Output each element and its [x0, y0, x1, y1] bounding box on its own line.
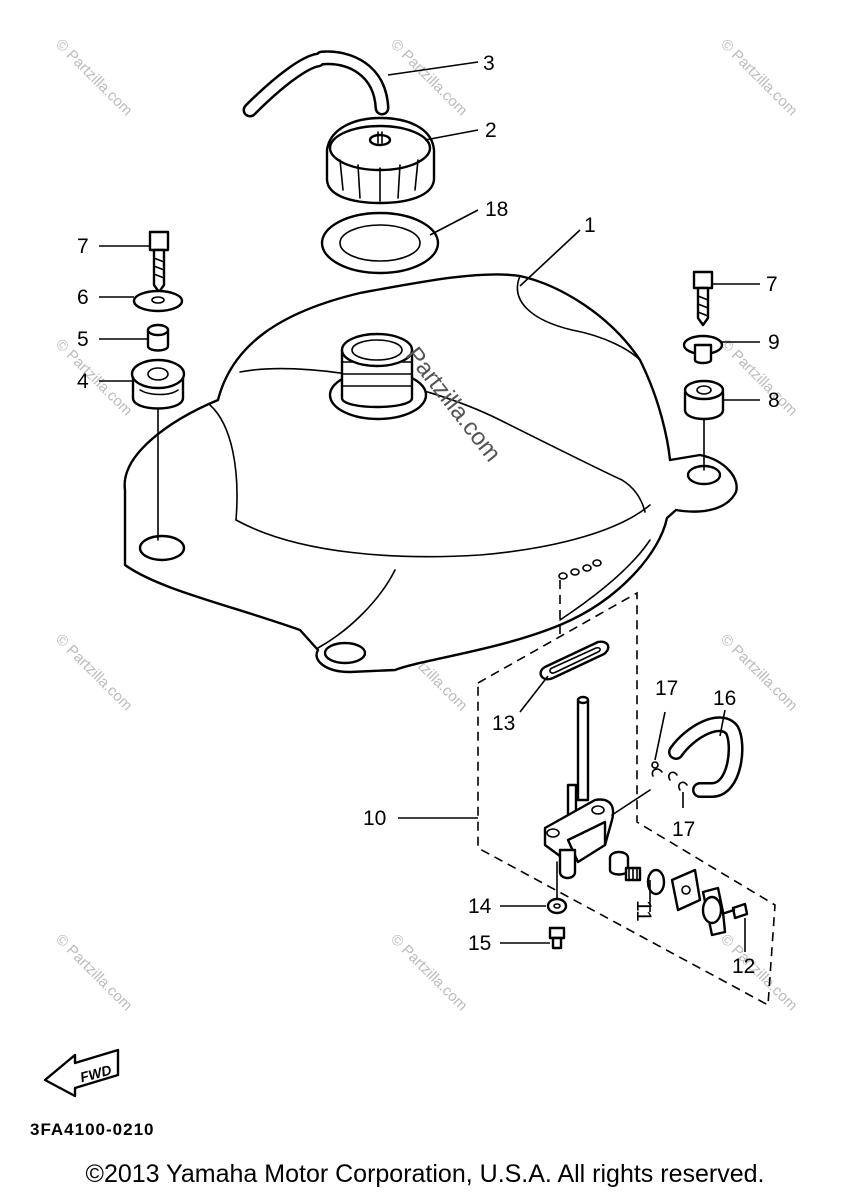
part-10-fuel-cock-assembly: [477, 559, 776, 1007]
callout-14: 14: [468, 895, 492, 918]
fwd-label: FWD: [78, 1062, 113, 1086]
watermark: © Partzilla.com: [717, 36, 800, 119]
watermark: © Partzilla.com: [717, 336, 800, 419]
part-1-fuel-tank: [123, 273, 738, 674]
watermark: © Partzilla.com: [52, 36, 135, 119]
callout-13: 13: [492, 712, 515, 735]
callout-9: 9: [768, 331, 780, 354]
fwd-arrow-icon: FWD: [43, 1048, 120, 1098]
callout-1: 1: [584, 214, 596, 237]
watermark: © Partzilla.com: [387, 931, 470, 1014]
part-18-cap-gasket: [320, 211, 440, 275]
callout-10: 10: [363, 807, 386, 830]
copyright-notice: ©2013 Yamaha Motor Corporation, U.S.A. A…: [85, 1160, 765, 1188]
callout-18: 18: [485, 198, 508, 221]
callout-5: 5: [77, 328, 89, 351]
callout-16: 16: [713, 687, 736, 710]
watermark: © Partzilla.com: [52, 336, 135, 419]
callout-11: 11: [632, 900, 655, 922]
callout-17-top: 17: [655, 677, 678, 700]
callout-2: 2: [485, 119, 497, 142]
part-3-breather-hose: [242, 50, 390, 118]
leader-lines: [99, 61, 760, 952]
left-mount-hardware: [130, 230, 186, 541]
watermark: © Partzilla.com: [387, 36, 470, 119]
callout-7-left: 7: [77, 235, 89, 258]
right-mount-hardware: [682, 270, 725, 471]
callout-3: 3: [483, 52, 495, 75]
callout-numbers: 3 2 18 1 7 6 5 4 7 9 8 10 13 14 15 16 17…: [77, 52, 780, 978]
callout-8: 8: [768, 389, 780, 412]
part-2-fuel-cap: [325, 116, 436, 205]
watermark: © Partzilla.com: [717, 931, 800, 1014]
callout-17-bottom: 17: [672, 818, 695, 841]
drawing-code: 3FA4100-0210: [30, 1120, 155, 1139]
callout-12: 12: [732, 955, 755, 978]
callout-4: 4: [77, 370, 89, 393]
callout-15: 15: [468, 932, 491, 955]
watermark: © Partzilla.com: [52, 631, 135, 714]
callout-7-right: 7: [766, 273, 778, 296]
callout-6: 6: [77, 286, 89, 309]
watermark: © Partzilla.com: [52, 931, 135, 1014]
